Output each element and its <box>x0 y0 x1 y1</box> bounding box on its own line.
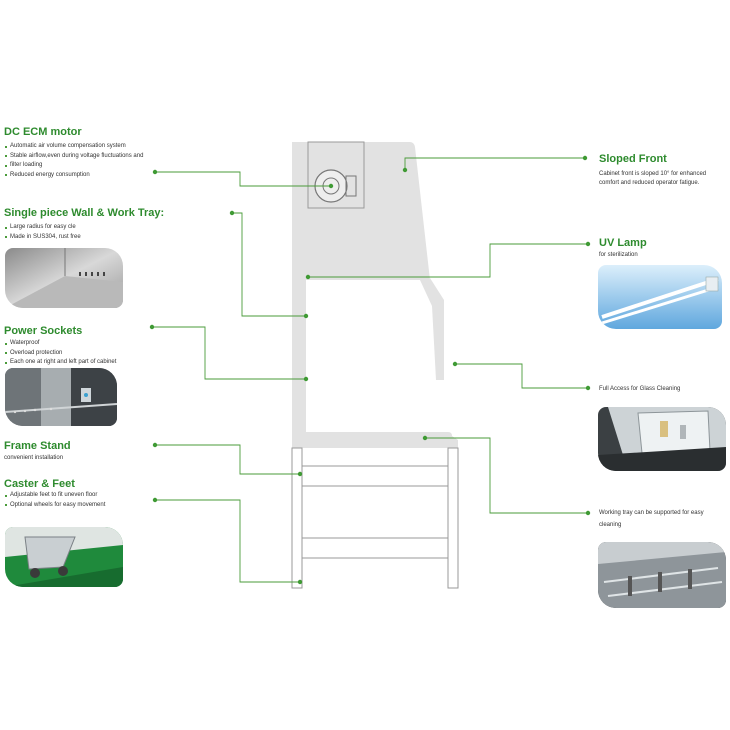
uv-subtitle: for sterilization <box>599 252 638 258</box>
frame-subtitle: convenient installation <box>4 455 64 461</box>
frame-title: Frame Stand <box>4 440 71 452</box>
sloped-description: Cabinet front is sloped 10° for enhanced… <box>599 170 706 188</box>
glass-text: Full Access for Glass Cleaning <box>599 386 681 392</box>
wall-list: Large radius for easy cle Made in SUS304… <box>5 223 81 242</box>
wall-photo <box>5 248 123 308</box>
tray-photo <box>598 542 726 608</box>
wall-title: Single piece Wall & Work Tray: <box>4 207 165 219</box>
glass-photo <box>598 407 726 471</box>
text-line: Working tray can be supported for easy <box>599 510 704 516</box>
text-line: Cabinet front is sloped 10° for enhanced <box>599 171 707 177</box>
sockets-title: Power Sockets <box>4 325 83 337</box>
list-item: Waterproof <box>5 339 116 349</box>
caster-list: Adjustable feet to fit uneven floor Opti… <box>5 491 105 510</box>
list-item: Large radius for easy cle <box>5 223 81 233</box>
list-item: Made in SUS304, rust free <box>5 233 81 243</box>
text-line: cleaning <box>599 522 622 528</box>
list-item: Automatic air volume compensation system <box>5 142 143 152</box>
sloped-title: Sloped Front <box>599 153 667 165</box>
list-item: Adjustable feet to fit uneven floor <box>5 491 105 501</box>
list-item: Optional wheels for easy movement <box>5 501 105 511</box>
tray-description: Working tray can be supported for easy c… <box>599 509 704 530</box>
motor-list: Automatic air volume compensation system… <box>5 142 143 180</box>
uv-title: UV Lamp <box>599 237 647 249</box>
sockets-list: Waterproof Overload protection Each one … <box>5 339 116 368</box>
motor-title: DC ECM motor <box>4 126 82 138</box>
caster-photo <box>5 527 123 587</box>
cabinet-body <box>292 142 458 448</box>
list-item: Each one at right and left part of cabin… <box>5 358 116 368</box>
caster-title: Caster & Feet <box>4 478 75 490</box>
list-item: Overload protection <box>5 349 116 359</box>
list-item: Reduced energy consumption <box>5 171 143 181</box>
list-item: Stable airflow,even during voltage fluct… <box>5 152 143 162</box>
text-line: comfort and reduced operator fatigue. <box>599 180 700 186</box>
leader-lines <box>152 157 588 583</box>
list-item: filter loading <box>5 161 143 171</box>
sockets-photo <box>5 368 117 426</box>
uv-photo <box>598 265 722 329</box>
frame-stand <box>291 447 459 589</box>
leader-dots <box>149 155 591 585</box>
